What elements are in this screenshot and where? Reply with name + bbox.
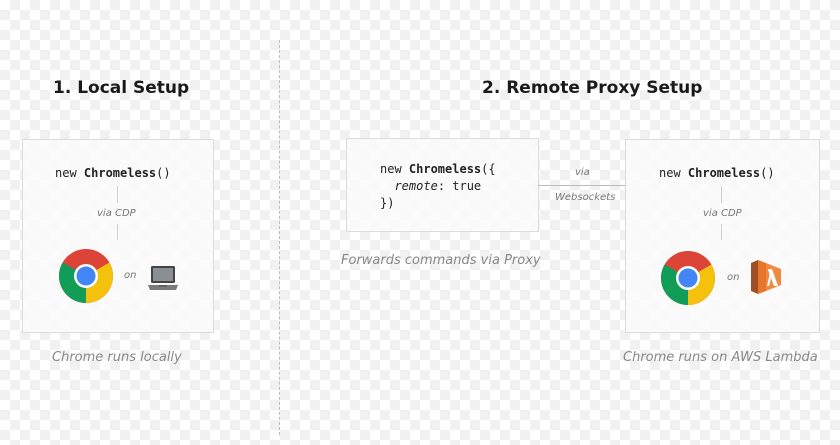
local-connector-top [117, 186, 118, 203]
local-caption: Chrome runs locally [52, 350, 182, 365]
chrome-icon [59, 249, 113, 303]
proxy-code-panel [346, 138, 539, 232]
websocket-connection-line [538, 185, 626, 186]
connection-websockets-label: Websockets [555, 192, 616, 203]
laptop-icon [148, 266, 178, 290]
lambda-connector-bottom [721, 224, 722, 240]
section-divider [279, 40, 280, 435]
lambda-connector-top [721, 186, 722, 203]
chrome-icon [661, 251, 715, 305]
proxy-code-snippet: new Chromeless({ remote: true }) [380, 162, 496, 210]
lambda-caption: Chrome runs on AWS Lambda [623, 350, 818, 365]
lambda-code-snippet: new Chromeless() [659, 166, 775, 180]
connection-via-label: via [575, 167, 590, 178]
lambda-panel [625, 139, 820, 333]
proxy-caption: Forwards commands via Proxy [341, 253, 541, 268]
aws-lambda-icon [751, 260, 781, 294]
remote-setup-heading: 2. Remote Proxy Setup [482, 78, 703, 98]
lambda-on-label: on [727, 272, 740, 283]
local-code-snippet: new Chromeless() [55, 166, 171, 180]
local-setup-panel [22, 139, 214, 333]
local-connector-bottom [117, 224, 118, 240]
local-via-cdp-label: via CDP [97, 208, 136, 219]
lambda-via-cdp-label: via CDP [703, 208, 742, 219]
local-setup-heading: 1. Local Setup [53, 78, 190, 98]
local-on-label: on [124, 270, 137, 281]
